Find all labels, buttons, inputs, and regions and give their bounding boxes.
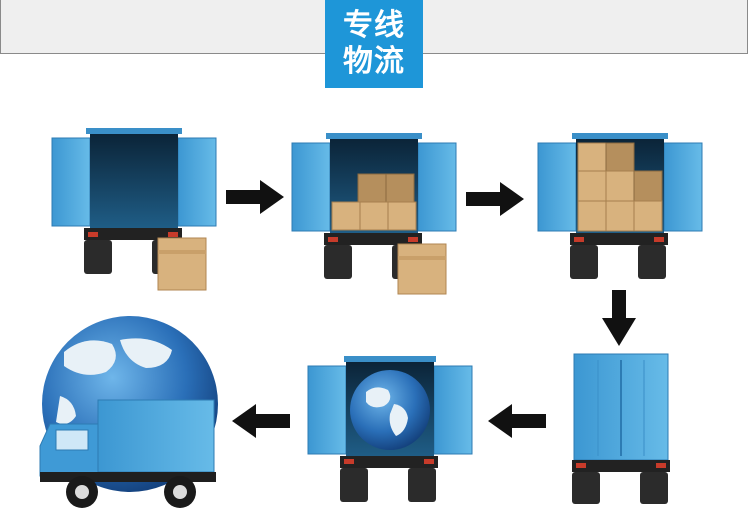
arrow-icon [226, 180, 284, 214]
arrow-icon [232, 404, 290, 438]
arrow-icon [466, 182, 524, 216]
truck-open-empty-icon [51, 128, 217, 291]
arrow-icon [488, 404, 546, 438]
truck-loading-icon [291, 133, 457, 295]
globe-truck-icon [39, 316, 218, 508]
title-line-2: 物流 [343, 44, 405, 79]
title-badge: 专线 物流 [325, 0, 423, 88]
title-line-1: 专线 [343, 8, 405, 43]
truck-closed-icon [572, 353, 670, 504]
truck-globe-icon [307, 356, 473, 502]
truck-full-icon [537, 133, 703, 279]
arrow-icon [602, 290, 636, 346]
